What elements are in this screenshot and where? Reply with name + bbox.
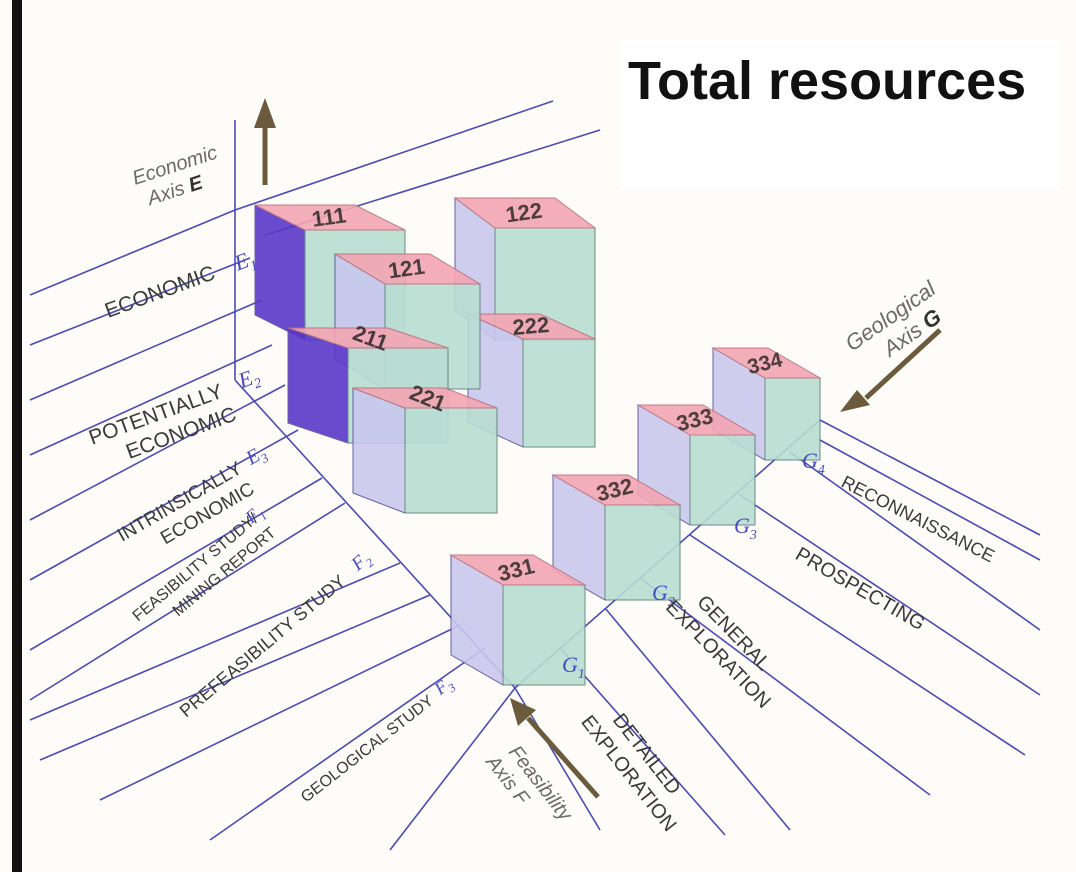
cube-top-face xyxy=(333,253,482,285)
cube-code-111: 111 xyxy=(310,202,347,232)
geological-level-3-label: PROSPECTING xyxy=(792,543,929,635)
economic-axis-label: Economic Axis E xyxy=(130,142,220,211)
geological-level-3-symbol: G xyxy=(734,513,750,538)
geological-level-1-sub: 1 xyxy=(578,667,585,682)
geological-level-4-label: RECONNAISSANCE xyxy=(838,472,998,567)
cube-top-face xyxy=(254,204,406,231)
grid-line xyxy=(209,647,486,841)
grid-line xyxy=(789,451,1041,631)
cube-top-face xyxy=(352,387,498,409)
grid-line xyxy=(29,502,346,701)
geological-axis-label: Geological Axis G xyxy=(841,275,946,362)
svg-text:G4: G4 xyxy=(802,448,825,478)
grid-line xyxy=(29,477,323,651)
svg-text:G2: G2 xyxy=(652,580,675,610)
grid-line xyxy=(389,687,516,851)
economic-level-2: POTENTIALLY E2 ECONOMIC xyxy=(86,363,264,464)
page-title: Total resources xyxy=(628,51,1027,111)
cube-221: 221 xyxy=(352,380,498,514)
grid-line xyxy=(819,419,1041,536)
cube-122: 122 xyxy=(453,197,597,341)
economic-arrow xyxy=(254,98,276,185)
svg-text:E2: E2 xyxy=(234,363,264,398)
grid-line xyxy=(689,534,1026,756)
geological-level-4-sub: 4 xyxy=(818,463,825,478)
economic-level-1-sub: 1 xyxy=(248,258,260,274)
title-background xyxy=(620,40,1060,190)
cube-top-face xyxy=(287,327,449,349)
grid-line xyxy=(29,562,401,721)
grid-line xyxy=(29,384,286,521)
grid-line xyxy=(234,100,554,211)
grid-line xyxy=(29,429,299,581)
geological-level-4: G4 RECONNAISSANCE xyxy=(802,448,998,566)
geological-level-1: G1 DETAILED EXPLORATION xyxy=(562,652,685,836)
grid-line xyxy=(559,647,726,836)
grid-line xyxy=(639,577,931,796)
cube-code-222: 222 xyxy=(511,312,550,340)
geological-level-3-sub: 3 xyxy=(749,528,757,543)
cube-front-face xyxy=(689,434,756,526)
cube-front-face xyxy=(522,338,596,448)
cube-code-122: 122 xyxy=(504,198,544,228)
grid-line xyxy=(819,439,1041,561)
cube-top-face xyxy=(636,404,757,436)
svg-text:G1: G1 xyxy=(562,652,585,682)
economic-level-2-sub: 2 xyxy=(252,376,264,392)
cube-331: 331 xyxy=(449,553,587,686)
feasibility-arrow xyxy=(510,698,600,799)
cube-top-face xyxy=(453,197,597,229)
cube-top-face xyxy=(467,313,596,340)
grid-line xyxy=(99,624,461,801)
grid-line xyxy=(29,299,263,401)
svg-text:F2: F2 xyxy=(347,548,377,578)
geological-level-2-symbol: G xyxy=(652,580,668,605)
grid-line xyxy=(29,257,251,346)
economic-level-1-label: ECONOMIC xyxy=(102,262,218,323)
cube-top-face xyxy=(449,554,587,586)
cube-top-face xyxy=(551,474,682,506)
svg-text:G3: G3 xyxy=(734,513,757,543)
feasibility-level-2: PREFEASIBILITY STUDY F2 xyxy=(176,548,377,721)
cube-side-face xyxy=(352,387,406,514)
grid-line xyxy=(29,344,273,456)
feasibility-level-3-label: GEOLOGICAL STUDY xyxy=(298,692,437,806)
grid-line xyxy=(29,209,236,296)
geological-level-3: G3 PROSPECTING xyxy=(734,513,929,635)
feasibility-axis-label: Feasibility Axis F xyxy=(481,742,577,826)
grid-line xyxy=(39,594,431,761)
geological-level-2: G2 GENERAL EXPLORATION xyxy=(652,580,775,713)
cube-top-face xyxy=(711,347,822,379)
svg-text:E3: E3 xyxy=(242,441,272,473)
geological-level-2-sub: 2 xyxy=(668,595,675,610)
cube-code-121: 121 xyxy=(387,254,427,284)
left-border-bar xyxy=(12,0,22,872)
cube-front-face xyxy=(604,504,681,601)
grid-line xyxy=(604,607,791,831)
geological-arrow xyxy=(840,328,942,412)
geological-level-4-symbol: G xyxy=(802,448,818,473)
cube-front-face xyxy=(404,407,498,514)
economic-level-1: ECONOMIC E1 xyxy=(102,247,260,323)
geological-level-1-symbol: G xyxy=(562,652,578,677)
grid-line xyxy=(739,494,1041,696)
